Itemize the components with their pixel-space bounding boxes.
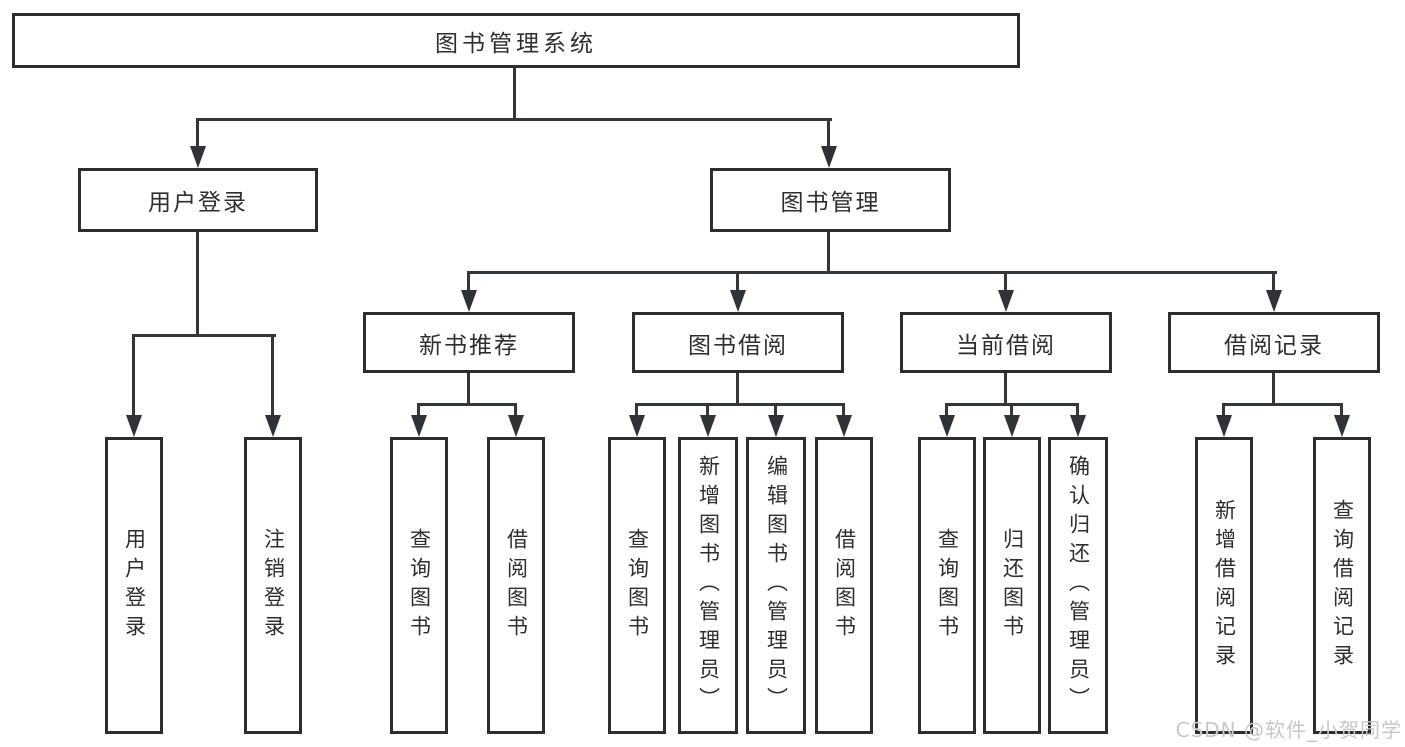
arrow-down-icon [836, 415, 852, 437]
connector-line [132, 334, 276, 337]
connector-line [736, 373, 739, 405]
connector-line [1272, 271, 1275, 293]
node-book-borrowing: 图书借阅 [632, 312, 844, 373]
connector-line [827, 118, 830, 150]
leaf-borrowing-edit-books-admin-label: 编辑图书（管理员） [764, 455, 789, 716]
leaf-records-query-record: 查询借阅记录 [1313, 437, 1371, 734]
leaf-current-confirm-return-admin-label: 确认归还（管理员） [1066, 455, 1091, 716]
leaf-borrowing-borrow-books: 借阅图书 [815, 437, 873, 734]
leaf-borrowing-borrow-books-label: 借阅图书 [832, 527, 857, 644]
connector-line [417, 403, 517, 406]
connector-line [1340, 403, 1343, 419]
arrow-down-icon [461, 290, 477, 312]
arrow-down-icon [1216, 415, 1232, 437]
leaf-user-login: 用户登录 [105, 437, 163, 734]
connector-line [513, 68, 516, 120]
leaf-recommend-query-books-label: 查询图书 [407, 527, 432, 644]
arrow-down-icon [126, 415, 142, 437]
connector-line [1004, 373, 1007, 405]
leaf-logout-label: 注销登录 [261, 527, 286, 644]
connector-line [514, 403, 517, 419]
arrow-down-icon [939, 415, 955, 437]
leaf-user-login-label: 用户登录 [122, 527, 147, 644]
connector-line [635, 403, 845, 406]
node-book-borrowing-label: 图书借阅 [688, 332, 788, 359]
leaf-borrowing-query-books: 查询图书 [608, 437, 666, 734]
leaf-recommend-query-books: 查询图书 [390, 437, 448, 734]
arrow-down-icon [730, 290, 746, 312]
connector-line [706, 403, 709, 419]
connector-line [132, 334, 135, 418]
connector-line [1076, 403, 1079, 419]
node-borrowing-records: 借阅记录 [1168, 312, 1380, 373]
connector-line [827, 232, 830, 273]
arrow-down-icon [768, 415, 784, 437]
leaf-borrowing-edit-books-admin: 编辑图书（管理员） [746, 437, 806, 734]
node-borrowing-records-label: 借阅记录 [1224, 332, 1324, 359]
connector-line [736, 271, 739, 293]
connector-line [1010, 403, 1013, 419]
arrow-down-icon [1070, 415, 1086, 437]
connector-line [467, 373, 470, 405]
connector-line [842, 403, 845, 419]
leaf-recommend-borrow-books: 借阅图书 [487, 437, 545, 734]
connector-line [196, 118, 832, 121]
leaf-recommend-borrow-books-label: 借阅图书 [504, 527, 529, 644]
leaf-logout: 注销登录 [244, 437, 302, 734]
connector-line [1004, 271, 1007, 293]
arrow-down-icon [508, 415, 524, 437]
csdn-watermark: CSDN @软件_小贺同学 [1175, 718, 1402, 742]
node-new-book-recommend-label: 新书推荐 [419, 332, 519, 359]
connector-line [417, 403, 420, 419]
leaf-records-add-record: 新增借阅记录 [1195, 437, 1253, 734]
arrow-down-icon [998, 290, 1014, 312]
leaf-current-query-books-label: 查询图书 [935, 527, 960, 644]
arrow-down-icon [629, 415, 645, 437]
connector-line [1222, 403, 1343, 406]
node-new-book-recommend: 新书推荐 [363, 312, 575, 373]
node-root: 图书管理系统 [12, 13, 1020, 68]
arrow-down-icon [821, 146, 837, 168]
connector-line [1272, 373, 1275, 405]
arrow-down-icon [1266, 290, 1282, 312]
connector-line [467, 271, 470, 293]
node-current-borrowing: 当前借阅 [900, 312, 1112, 373]
leaf-borrowing-add-books-admin: 新增图书（管理员） [678, 437, 738, 734]
leaf-current-return-books-label: 归还图书 [1000, 527, 1025, 644]
leaf-borrowing-add-books-admin-label: 新增图书（管理员） [696, 455, 721, 716]
arrow-down-icon [265, 415, 281, 437]
node-user-login-label: 用户登录 [148, 190, 248, 216]
leaf-records-add-record-label: 新增借阅记录 [1212, 498, 1237, 673]
arrow-down-icon [700, 415, 716, 437]
leaf-current-return-books: 归还图书 [983, 437, 1041, 734]
arrow-down-icon [1334, 415, 1350, 437]
node-user-login: 用户登录 [78, 168, 318, 232]
node-book-management: 图书管理 [710, 168, 951, 232]
connector-line [945, 403, 948, 419]
node-book-management-label: 图书管理 [780, 190, 881, 216]
node-root-label: 图书管理系统 [435, 30, 597, 57]
leaf-records-query-record-label: 查询借阅记录 [1330, 498, 1355, 673]
connector-line [1222, 403, 1225, 419]
connector-line [196, 118, 199, 150]
connector-line [774, 403, 777, 419]
arrow-down-icon [411, 415, 427, 437]
node-current-borrowing-label: 当前借阅 [956, 332, 1056, 359]
leaf-borrowing-query-books-label: 查询图书 [625, 527, 650, 644]
leaf-current-confirm-return-admin: 确认归还（管理员） [1048, 437, 1108, 734]
leaf-current-query-books: 查询图书 [918, 437, 976, 734]
connector-line [635, 403, 638, 419]
arrow-down-icon [190, 146, 206, 168]
connector-line [467, 271, 1277, 274]
arrow-down-icon [1004, 415, 1020, 437]
connector-line [196, 232, 199, 336]
connector-line [271, 334, 274, 418]
